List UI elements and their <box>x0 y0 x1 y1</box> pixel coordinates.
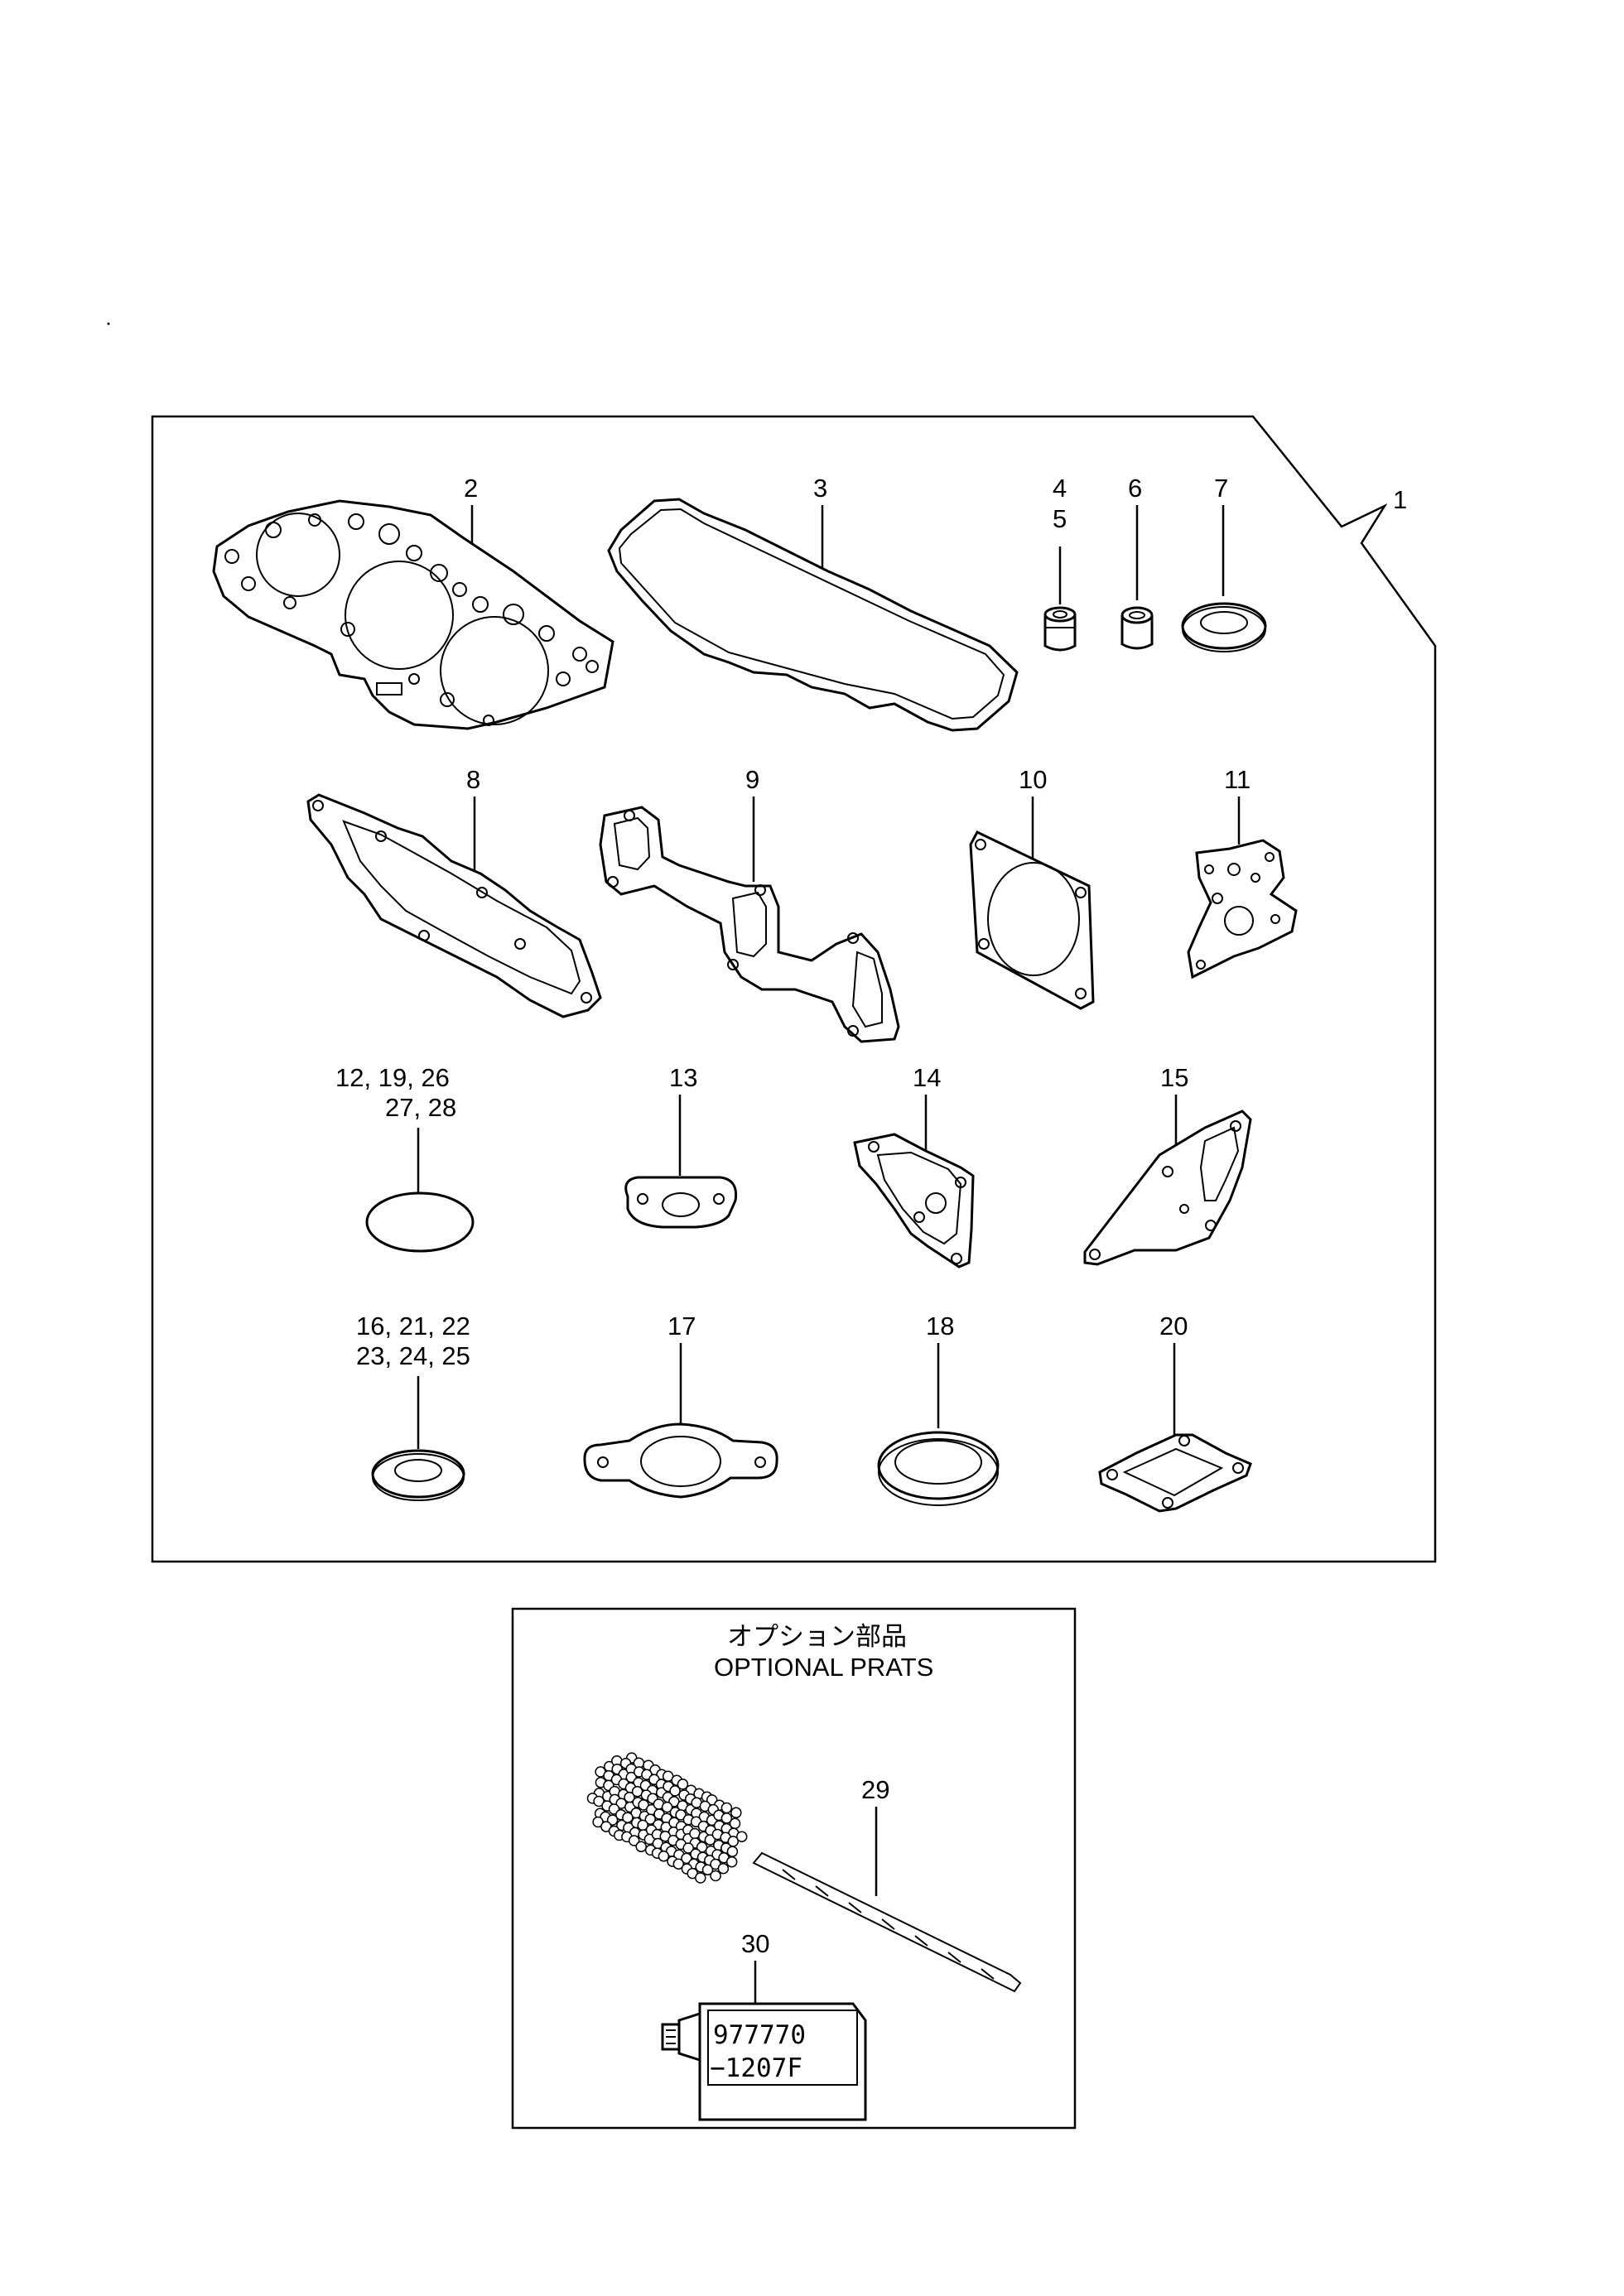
hone-ball <box>720 1802 733 1814</box>
hone-ball <box>635 1841 647 1853</box>
flex-hone-brush <box>586 1752 1022 1993</box>
callout-4: 4 <box>1053 474 1067 503</box>
hone-ball <box>726 1846 739 1857</box>
callout-7: 7 <box>1214 474 1228 503</box>
hone-ball <box>644 1813 657 1825</box>
callout-14: 14 <box>913 1063 941 1092</box>
callout-5: 5 <box>1053 504 1067 533</box>
optional-parts-frame <box>511 1607 1077 2130</box>
square-flange-gasket <box>969 830 1095 1010</box>
water-pump-gasket <box>853 1133 975 1268</box>
callout-30: 30 <box>741 1929 769 1958</box>
callout-23-24-25: 23, 24, 25 <box>356 1341 470 1370</box>
callout-3: 3 <box>813 474 827 503</box>
tube-label-line1: 977770 <box>713 2020 806 2050</box>
sealing-washer <box>371 1449 465 1501</box>
hone-ball <box>730 1807 742 1819</box>
plate-gasket <box>1187 839 1298 980</box>
exhaust-manifold-gasket <box>599 806 900 1043</box>
o-ring <box>365 1191 475 1253</box>
hone-ball <box>622 1812 634 1823</box>
thermostat-housing-gasket <box>1083 1109 1252 1266</box>
callout-11: 11 <box>1224 765 1251 794</box>
sealant-tube: 977770 −1207F <box>661 2002 867 2121</box>
callout-12-19-26: 12, 19, 26 <box>335 1063 450 1092</box>
callout-8: 8 <box>466 765 480 794</box>
optional-title-en: OPTIONAL PRATS <box>714 1653 933 1682</box>
callout-18: 18 <box>926 1312 954 1341</box>
oil-seal <box>1181 602 1267 652</box>
diamond-gasket <box>1098 1433 1252 1513</box>
callout-9: 9 <box>745 765 759 794</box>
tube-label-line2: −1207F <box>710 2053 802 2083</box>
hone-ball <box>701 1864 714 1876</box>
hone-ball <box>661 1801 673 1813</box>
hone-ball <box>729 1817 741 1830</box>
hone-ball <box>658 1851 670 1862</box>
intake-manifold-gasket <box>306 793 602 1018</box>
gasket-kit-frame <box>151 415 1437 1563</box>
head-gasket <box>212 499 614 730</box>
valve-stem-seal <box>1043 606 1077 652</box>
hone-ball <box>735 1831 748 1842</box>
optional-title-jp: オプション部品 <box>727 1622 907 1651</box>
hone-ball <box>593 1795 605 1807</box>
hone-ball <box>695 1872 706 1884</box>
callout-16-21-22: 16, 21, 22 <box>356 1312 470 1341</box>
callout-15: 15 <box>1160 1063 1188 1092</box>
hone-ball <box>669 1785 681 1797</box>
hone-ball <box>704 1834 716 1846</box>
hone-ball <box>606 1814 619 1826</box>
oval-two-bolt-gasket <box>583 1422 778 1499</box>
hone-ball <box>672 1858 685 1870</box>
hone-ball <box>677 1779 689 1790</box>
oval-flange-gasket <box>624 1176 738 1229</box>
hone-ball <box>717 1862 730 1875</box>
callout-2: 2 <box>464 474 478 503</box>
bushing <box>1120 606 1154 650</box>
rocker-cover-gasket <box>607 498 1019 732</box>
callout-1: 1 <box>1393 485 1407 514</box>
hone-ball <box>725 1856 738 1868</box>
callout-27-28: 27, 28 <box>385 1093 456 1122</box>
hone-ball-head <box>586 1752 748 1884</box>
hone-ball <box>710 1870 721 1882</box>
callout-17: 17 <box>667 1312 696 1341</box>
hone-ball <box>628 1835 640 1846</box>
large-seal-ring <box>877 1431 1000 1506</box>
callout-6: 6 <box>1128 474 1142 503</box>
stray-dot <box>107 322 110 325</box>
callout-20: 20 <box>1159 1312 1188 1341</box>
hone-ball <box>682 1842 694 1854</box>
hone-ball <box>727 1836 740 1847</box>
callout-10: 10 <box>1019 765 1047 794</box>
hone-ball <box>592 1816 604 1828</box>
callout-13: 13 <box>669 1063 697 1092</box>
callout-29: 29 <box>861 1775 889 1804</box>
